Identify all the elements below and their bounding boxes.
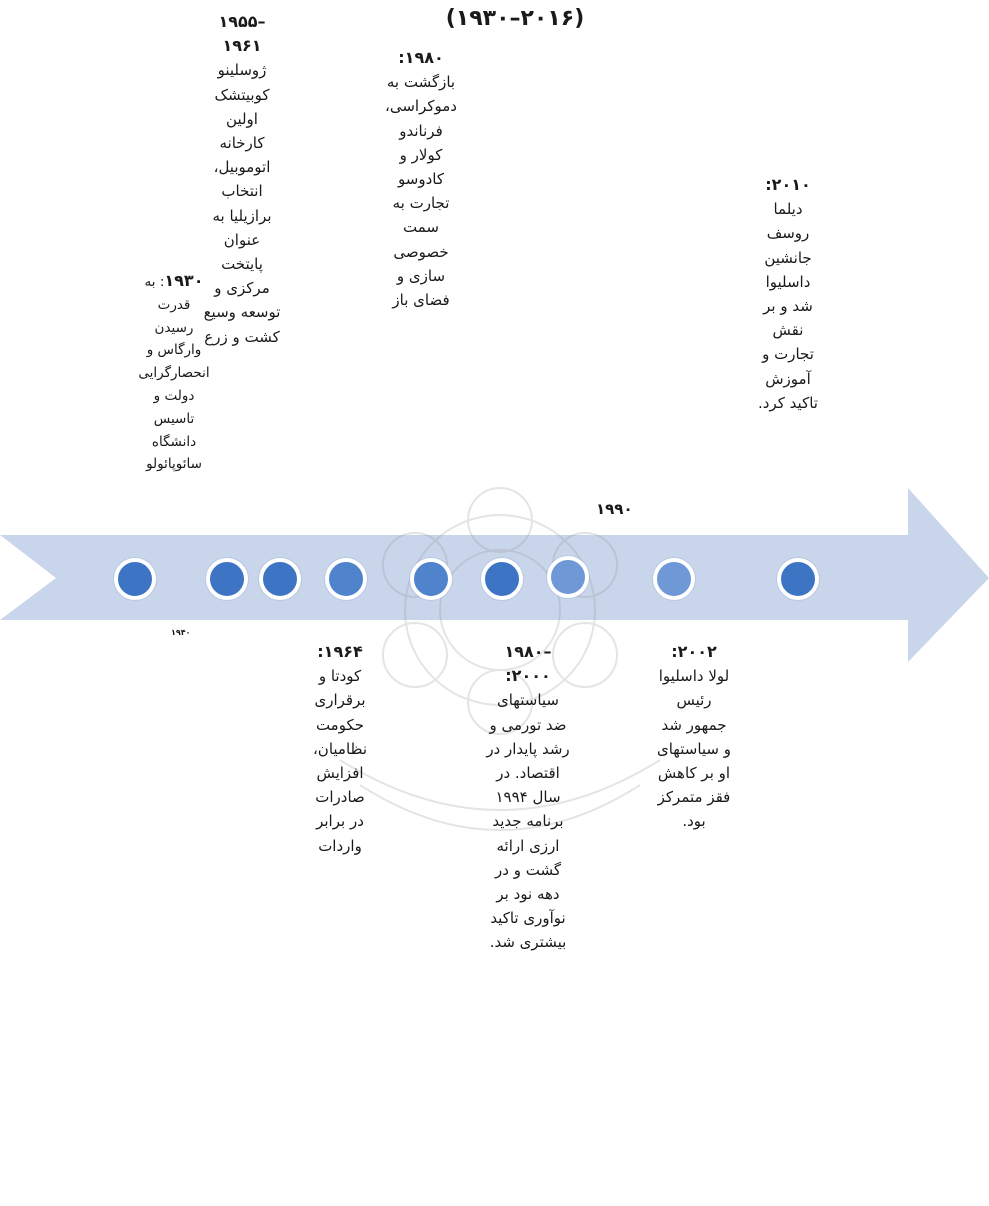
event-year: –۱۹۸۰ ۲۰۰۰: — [504, 642, 552, 686]
event-1955-1961: –۱۹۵۵ ۱۹۶۱ ژوسلینو کوبیتشک اولین کارخانه… — [196, 10, 288, 349]
event-year: –۱۹۵۵ ۱۹۶۱ — [218, 12, 266, 56]
timeline-node — [206, 558, 248, 600]
timeline-title: (۲۰۱۶–۱۹۳۰) — [445, 6, 585, 31]
event-year: ۱۹۸۰: — [398, 48, 444, 67]
timeline-node — [547, 556, 589, 598]
event-text: کودتا و برقراری حکومت نظامیان، افزایش صا… — [312, 667, 368, 855]
event-1980: ۱۹۸۰: بازگشت به دموکراسی، فرناندو کولار … — [380, 46, 462, 312]
event-text: بازگشت به دموکراسی، فرناندو کولار و کادو… — [385, 73, 457, 310]
label-1990: ۱۹۹۰ — [596, 500, 633, 518]
event-2010: ۲۰۱۰: دیلما روسف جانشین داسلیوا شد و بر … — [743, 173, 833, 415]
event-year: ۱۹۳۰ — [164, 271, 204, 290]
timeline-node — [410, 558, 452, 600]
timeline-node — [114, 558, 156, 600]
event-text: سیاستهای ضد تورمی و رشد پایدار در اقتصاد… — [486, 691, 570, 952]
timeline-node — [481, 558, 523, 600]
event-2002: ۲۰۰۲: لولا داسلیوا رئیس جمهور شد و سیاست… — [652, 640, 736, 834]
event-1980-2000: –۱۹۸۰ ۲۰۰۰: سیاستهای ضد تورمی و رشد پاید… — [478, 640, 578, 955]
event-year: ۲۰۰۲: — [671, 642, 717, 661]
event-1964: ۱۹۶۴: کودتا و برقراری حکومت نظامیان، افز… — [300, 640, 380, 858]
event-text: لولا داسلیوا رئیس جمهور شد و سیاستهای او… — [657, 667, 731, 831]
timeline-node — [325, 558, 367, 600]
label-1940: ۱۹۴۰ — [171, 628, 191, 637]
event-1930: ۱۹۳۰: به قدرت رسیدن وارگاس و انحصارگرایی… — [138, 270, 210, 476]
event-text: دیلما روسف جانشین داسلیوا شد و بر نقش تج… — [758, 200, 818, 412]
event-text: ژوسلینو کوبیتشک اولین کارخانه اتوموبیل، … — [203, 61, 281, 346]
timeline-node — [259, 558, 301, 600]
timeline-node — [653, 558, 695, 600]
timeline-node — [777, 558, 819, 600]
event-year: ۲۰۱۰: — [765, 175, 811, 194]
event-year: ۱۹۶۴: — [317, 642, 363, 661]
event-text: : به قدرت رسیدن وارگاس و انحصارگرایی دول… — [138, 274, 210, 473]
